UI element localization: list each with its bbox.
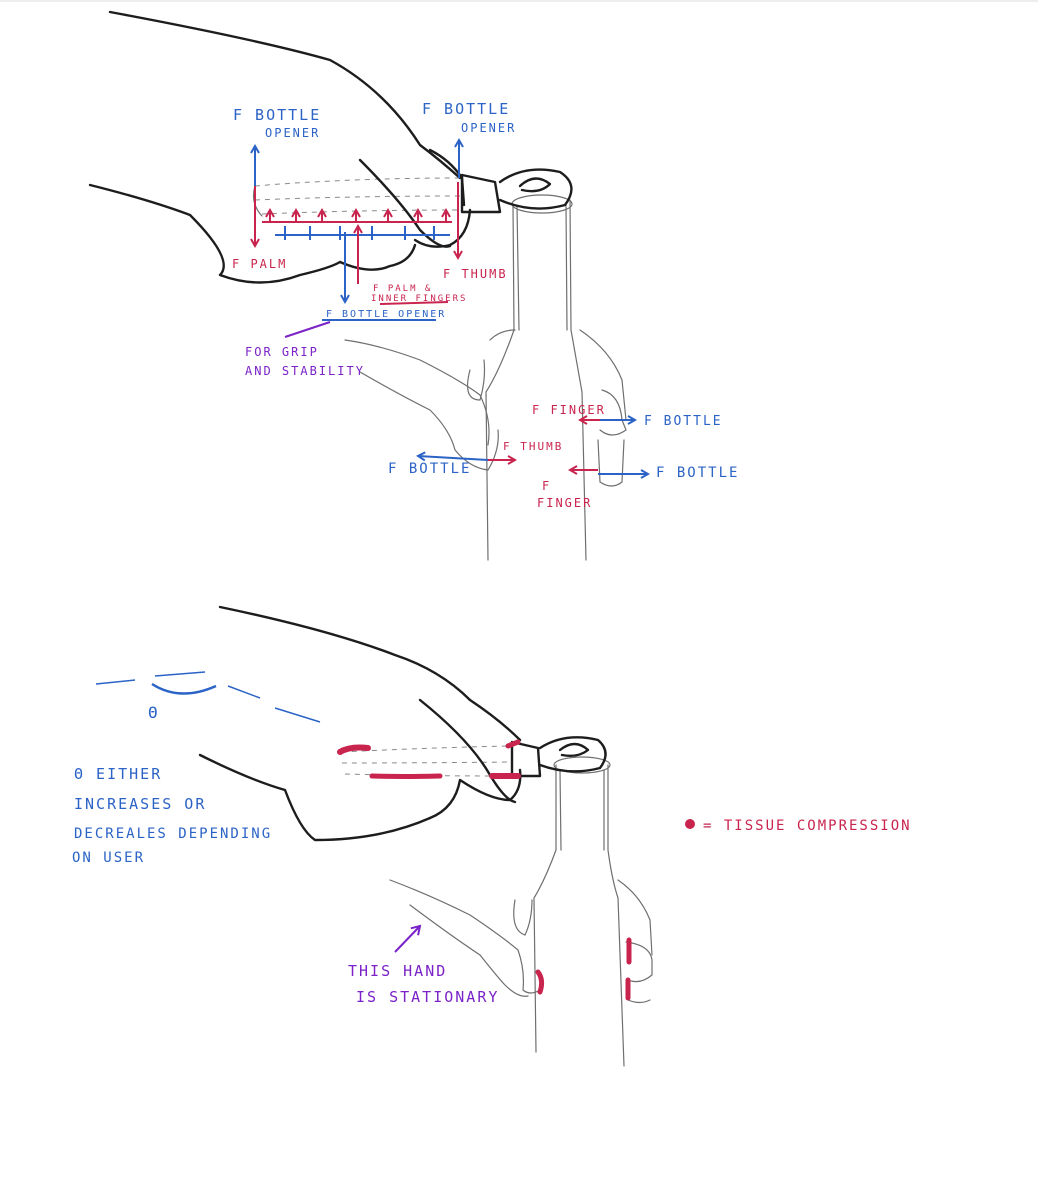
label-f-palm: F PALM: [232, 257, 287, 271]
arrow-bottle-left: [418, 456, 489, 460]
top-supporting-hand: [344, 329, 627, 487]
angle-indicator: Θ: [95, 671, 321, 723]
label-f-bottle-opener-bottom: F BOTTLE OPENER: [326, 309, 446, 320]
top-figure: F BOTTLE OPENER F BOTTLE OPENER F PALM F…: [88, 10, 739, 561]
bottom-supporting-hand: [389, 879, 653, 1004]
label-f-bottle-opener-right-2: OPENER: [461, 121, 516, 135]
bottom-labels: Θ EITHER INCREASES OR DECREALES DEPENDIN…: [72, 765, 912, 1006]
label-f-bottle-upper: F BOTTLE: [644, 414, 723, 429]
label-f-bottle-opener-right-1: F BOTTLE: [422, 100, 510, 118]
bottom-figure: Θ Θ EITHER INCREASES OR DECREALES DEPEND…: [72, 605, 912, 1067]
tissue-compression-marks: [337, 739, 632, 1001]
grip-note-pointer: [284, 321, 331, 338]
top-gripping-hand: [88, 10, 472, 284]
top-force-arrows: [255, 140, 648, 474]
label-stationary-note-2: IS STATIONARY: [356, 988, 499, 1006]
label-f-bottle-opener-left-2: OPENER: [265, 126, 320, 140]
top-bottle-opener-tool: [252, 168, 573, 217]
label-f-bottle-left: F BOTTLE: [388, 461, 471, 477]
label-grip-note-1: FOR GRIP: [245, 345, 319, 359]
label-f-finger-upper: F FINGER: [532, 403, 606, 417]
bottom-bottle: [533, 756, 625, 1067]
label-grip-note-2: AND STABILITY: [245, 364, 365, 378]
bottom-gripping-hand: [198, 605, 522, 842]
label-theta-note-3: DECREALES DEPENDING: [74, 826, 272, 842]
label-f-bottle-lower: F BOTTLE: [656, 465, 739, 481]
label-theta: Θ: [148, 703, 160, 722]
label-f-finger-lower-1: F: [542, 479, 551, 493]
label-f-palm-inner-2: INNER FINGERS: [371, 294, 467, 304]
label-stationary-note-1: THIS HAND: [348, 962, 447, 980]
label-f-finger-lower-2: FINGER: [537, 496, 592, 510]
label-theta-note-2: INCREASES OR: [74, 795, 206, 813]
top-bottle: [485, 194, 587, 561]
bottom-bottle-opener-tool: [341, 736, 607, 778]
stationary-pointer-arrow: [394, 924, 422, 953]
label-theta-note-1: Θ EITHER: [74, 765, 162, 783]
label-f-thumb-top: F THUMB: [443, 267, 508, 281]
label-tissue-compression-legend: = TISSUE COMPRESSION: [703, 818, 912, 834]
label-f-palm-inner-1: F PALM &: [373, 284, 432, 294]
label-f-bottle-opener-left-1: F BOTTLE: [233, 106, 321, 124]
page-top-border: [0, 0, 1038, 2]
label-f-thumb-lower: F THUMB: [503, 440, 563, 453]
label-theta-note-4: ON USER: [72, 850, 145, 866]
top-labels: F BOTTLE OPENER F BOTTLE OPENER F PALM F…: [232, 100, 739, 510]
tissue-compression-legend-dot: [685, 819, 695, 829]
